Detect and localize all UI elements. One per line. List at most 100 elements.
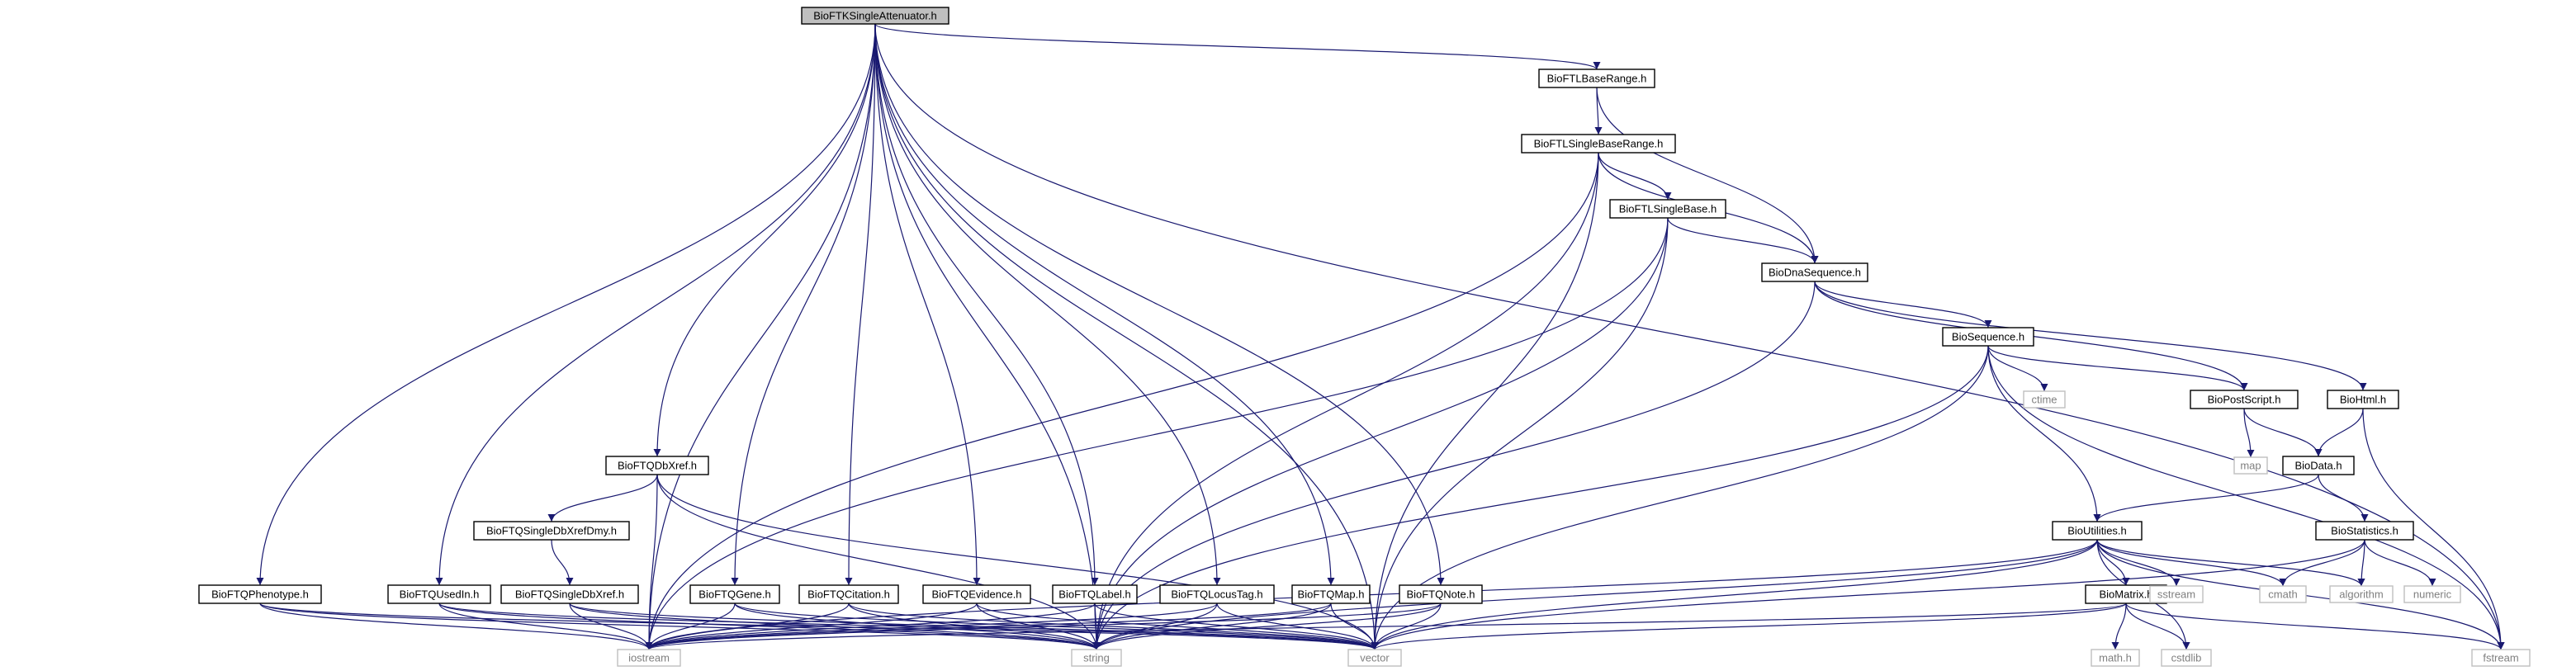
node-label: fstream	[2483, 652, 2518, 664]
node-ftq-gene[interactable]: BioFTQGene.h	[689, 584, 780, 604]
edge-matrix-to-iostream	[646, 602, 2127, 650]
node-box	[1159, 584, 1275, 604]
edge-ftq-gene-to-string	[734, 602, 1101, 650]
node-label: string	[1083, 652, 1110, 664]
node-statistics[interactable]: BioStatistics.h	[2315, 521, 2414, 541]
node-ftq-single-db-xref-dmy[interactable]: BioFTQSingleDbXrefDmy.h	[473, 521, 630, 541]
node-label: BioFTQDbXref.h	[618, 460, 697, 472]
node-box	[2282, 456, 2355, 475]
node-label: BioFTKSingleAttenuator.h	[813, 10, 937, 22]
node-data[interactable]: BioData.h	[2282, 456, 2355, 475]
edge-ftq-single-db-xref-to-iostream	[569, 602, 653, 650]
node-dna-sequence[interactable]: BioDnaSequence.h	[1761, 262, 1868, 282]
edge-root-to-string	[874, 23, 1101, 650]
edge-matrix-to-math-h	[2111, 602, 2127, 650]
node-box	[2091, 649, 2140, 667]
node-ftq-note[interactable]: BioFTQNote.h	[1399, 584, 1483, 604]
edge-dna-sequence-to-sequence	[1814, 281, 1992, 328]
node-box	[617, 649, 681, 667]
node-label: BioFTQNote.h	[1406, 588, 1475, 601]
node-label: BioFTQCitation.h	[807, 588, 890, 601]
edge-dna-sequence-to-string	[1092, 281, 1816, 650]
node-box	[798, 584, 899, 604]
node-label: BioHtml.h	[2340, 394, 2386, 406]
node-html[interactable]: BioHtml.h	[2327, 390, 2399, 409]
node-utilities[interactable]: BioUtilities.h	[2052, 521, 2143, 541]
node-box	[2403, 585, 2461, 603]
node-math-h: math.h	[2091, 649, 2140, 667]
node-postscript[interactable]: BioPostScript.h	[2190, 390, 2299, 409]
node-sstream: sstream	[2149, 585, 2204, 603]
node-map: map	[2233, 456, 2268, 475]
node-label: BioFTLBaseRange.h	[1547, 73, 1647, 85]
node-ftl-single-base[interactable]: BioFTLSingleBase.h	[1609, 199, 1726, 219]
edge-utilities-to-algorithm	[2096, 539, 2365, 587]
node-ftq-map[interactable]: BioFTQMap.h	[1291, 584, 1371, 604]
node-fstream: fstream	[2471, 649, 2531, 667]
edge-html-to-fstream	[2362, 408, 2505, 650]
node-ftq-phenotype[interactable]: BioFTQPhenotype.h	[198, 584, 322, 604]
edge-root-to-ftq-gene	[731, 23, 876, 586]
edge-ftq-label-to-vector	[1094, 602, 1379, 650]
node-label: cstdlib	[2171, 652, 2202, 664]
node-label: math.h	[2099, 652, 2132, 664]
node-numeric: numeric	[2403, 585, 2461, 603]
node-ctime: ctime	[2023, 390, 2066, 409]
edge-postscript-to-map	[2243, 408, 2255, 458]
node-label: BioFTQPhenotype.h	[211, 588, 309, 601]
edge-root-to-ftq-evidence	[874, 23, 981, 586]
node-box	[2315, 521, 2414, 541]
edge-ftl-single-base-range-to-ftl-single-base	[1598, 152, 1672, 201]
edge-ftl-single-base-to-string	[1092, 217, 1669, 650]
node-sequence[interactable]: BioSequence.h	[1942, 327, 2034, 347]
node-label: vector	[1360, 652, 1390, 664]
edge-sequence-to-string	[1092, 345, 1989, 650]
edge-data-to-statistics	[2318, 474, 2369, 522]
edge-ftq-evidence-to-vector	[976, 602, 1379, 650]
edge-statistics-to-numeric	[2364, 539, 2436, 587]
edge-root-to-fstream	[874, 23, 2505, 650]
node-box	[1052, 584, 1138, 604]
edge-matrix-to-vector	[1371, 602, 2127, 650]
node-box	[922, 584, 1031, 604]
edge-root-to-ftq-map	[874, 23, 1335, 586]
node-box	[1071, 649, 1122, 667]
node-ftl-base-range[interactable]: BioFTLBaseRange.h	[1538, 69, 1655, 88]
node-box	[1761, 262, 1868, 282]
edge-root-to-ftq-label	[874, 23, 1099, 586]
node-box	[387, 584, 491, 604]
node-label: numeric	[2413, 588, 2452, 601]
node-box	[1291, 584, 1371, 604]
node-label: cmath	[2268, 588, 2297, 601]
node-box	[2329, 585, 2394, 603]
node-matrix[interactable]: BioMatrix.h	[2085, 584, 2167, 604]
edge-ftq-locus-tag-to-iostream	[645, 602, 1218, 650]
edge-ftl-base-range-to-dna-sequence	[1596, 87, 1819, 264]
node-box	[1538, 69, 1655, 88]
node-layer: BioFTKSingleAttenuator.hBioFTLBaseRange.…	[198, 7, 2531, 667]
edge-ftq-single-db-xref-dmy-to-ftq-single-db-xref	[551, 539, 574, 586]
node-ftq-single-db-xref[interactable]: BioFTQSingleDbXref.h	[500, 584, 639, 604]
node-ftq-citation[interactable]: BioFTQCitation.h	[798, 584, 899, 604]
edge-root-to-ftq-db-xref	[653, 23, 876, 457]
edge-ftl-single-base-to-iostream	[645, 217, 1669, 650]
edge-sequence-to-vector	[1371, 345, 1989, 650]
edge-ftl-single-base-range-to-string	[1092, 152, 1599, 650]
edge-ftl-single-base-range-to-iostream	[645, 152, 1599, 650]
node-ftq-used-in[interactable]: BioFTQUsedIn.h	[387, 584, 491, 604]
node-label: BioFTQSingleDbXrefDmy.h	[486, 525, 617, 537]
node-ftl-single-base-range[interactable]: BioFTLSingleBaseRange.h	[1521, 134, 1676, 154]
node-label: sstream	[2157, 588, 2195, 601]
edge-sequence-to-utilities	[1987, 345, 2101, 522]
node-ftq-evidence[interactable]: BioFTQEvidence.h	[922, 584, 1031, 604]
node-box	[2052, 521, 2143, 541]
edge-utilities-to-sstream	[2096, 539, 2181, 587]
node-ftq-db-xref[interactable]: BioFTQDbXref.h	[605, 456, 709, 475]
node-label: BioFTQEvidence.h	[931, 588, 1021, 601]
edge-ftq-used-in-to-string	[438, 602, 1101, 650]
node-root[interactable]: BioFTKSingleAttenuator.h	[801, 7, 949, 25]
node-label: BioFTQGene.h	[698, 588, 770, 601]
node-ftq-label[interactable]: BioFTQLabel.h	[1052, 584, 1138, 604]
node-box	[1399, 584, 1483, 604]
node-ftq-locus-tag[interactable]: BioFTQLocusTag.h	[1159, 584, 1275, 604]
